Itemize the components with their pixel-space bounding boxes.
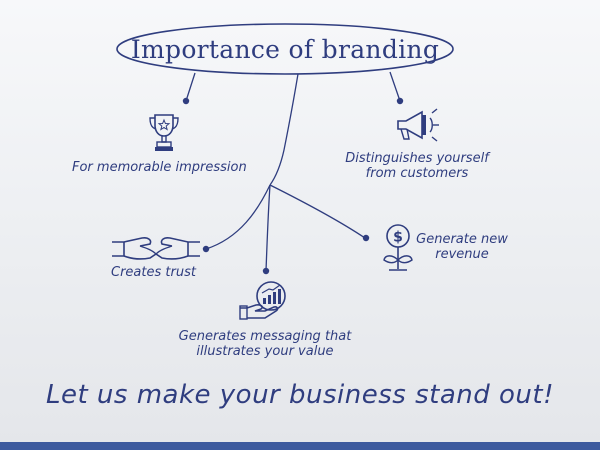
node-messaging-label: Generates messaging that illustrates you… [160, 329, 370, 359]
footer-bar [0, 442, 600, 450]
diagram-title: Importance of branding [130, 34, 440, 64]
node-dot-memorable [182, 97, 190, 105]
title-oval [116, 23, 454, 75]
node-trust-label: Creates trust [111, 265, 196, 280]
trophy-icon [149, 114, 179, 151]
money-plant-icon: $ [383, 224, 413, 271]
hand-growth-chart-icon [239, 281, 286, 320]
handshake-icon [112, 237, 200, 260]
node-messaging-line-2: illustrates your value [196, 344, 334, 359]
connector-trust [205, 184, 271, 250]
connector-memorable [185, 72, 196, 102]
connector-trunk [269, 73, 299, 186]
node-dot-trust [202, 245, 210, 253]
megaphone-icon [397, 108, 439, 142]
node-distinguish-line-2: from customers [365, 166, 469, 181]
node-revenue-line-2: revenue [435, 247, 489, 262]
node-distinguish-label: Distinguishes yourself from customers [332, 151, 502, 181]
node-revenue-label: Generate new revenue [412, 232, 512, 262]
node-memorable-label: For memorable impression [72, 160, 247, 175]
node-messaging-line-1: Generates messaging that [178, 329, 352, 344]
node-revenue-line-1: Generate new [416, 232, 508, 247]
node-dot-messaging [262, 267, 270, 275]
connector-revenue [269, 184, 366, 239]
node-distinguish-line-1: Distinguishes yourself [345, 151, 489, 166]
svg-text:$: $ [393, 230, 403, 246]
connector-distinguish [389, 71, 401, 102]
connector-messaging [265, 184, 271, 272]
tagline: Let us make your business stand out! [45, 380, 555, 410]
node-dot-distinguish [396, 97, 404, 105]
node-dot-revenue [362, 234, 370, 242]
